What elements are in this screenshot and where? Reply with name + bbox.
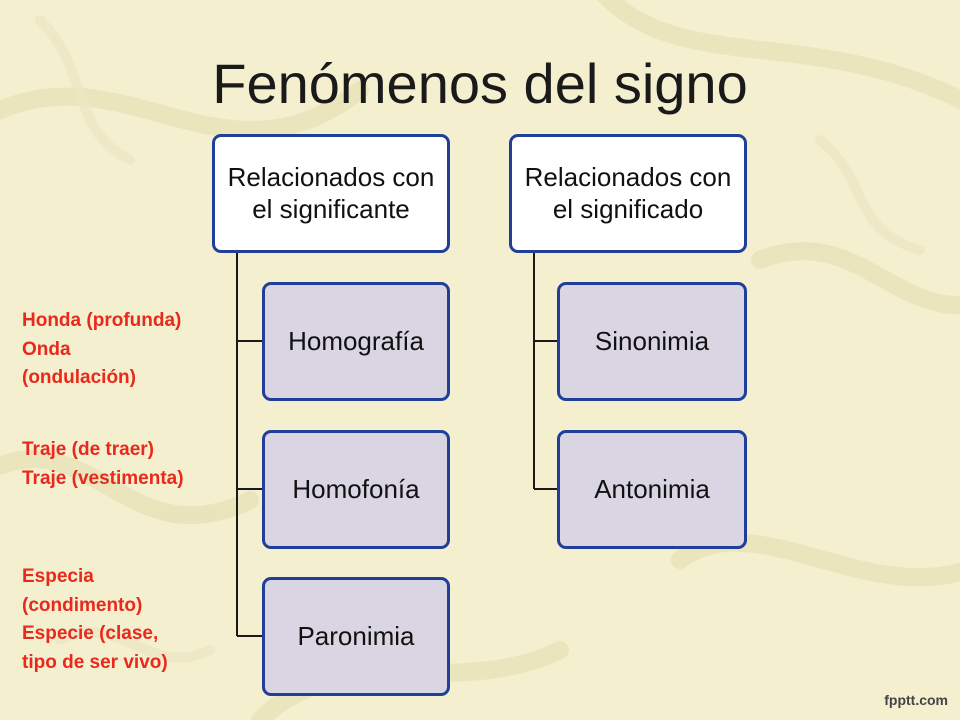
page-title: Fenómenos del signo [212,52,748,115]
node-sinonimia-label: Sinonimia [594,325,710,356]
node-paronimia-label: Paronimia [297,620,415,651]
footer-brand: fpptt.com [884,692,948,708]
node-significante: Relacionados con el significante [212,134,450,253]
note-paronimia-examples: Especia (condimento) Especie (clase, tip… [22,566,168,673]
node-significado: Relacionados con el significado [509,134,747,253]
node-homofonia-label: Homofonía [292,473,420,504]
node-significado-label: Relacionados con el significado [524,161,732,224]
node-antonimia: Antonimia [557,430,747,549]
node-homofonia: Homofonía [262,430,450,549]
node-paronimia: Paronimia [262,577,450,696]
note-homofonia-examples: Traje (de traer) Traje (vestimenta) [22,439,184,489]
node-antonimia-label: Antonimia [594,473,710,504]
node-sinonimia: Sinonimia [557,282,747,401]
node-homografia-label: Homografía [288,325,424,356]
node-significante-label: Relacionados con el significante [227,161,435,224]
note-homografia-examples: Honda (profunda) Onda (ondulación) [22,310,182,388]
node-homografia: Homografía [262,282,450,401]
